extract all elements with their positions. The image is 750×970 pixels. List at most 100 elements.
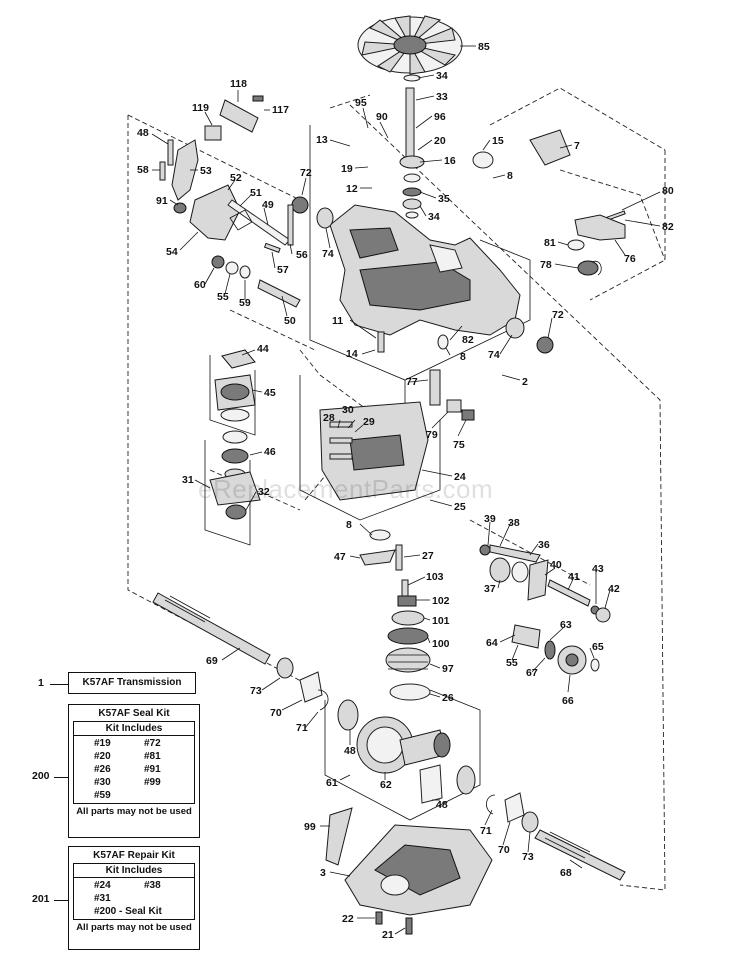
watermark: eReplacementParts.com	[198, 474, 493, 504]
part-label: 15	[492, 135, 504, 147]
fan-part	[357, 15, 463, 75]
kit-item: #38	[144, 880, 161, 891]
part-label: 56	[296, 249, 308, 261]
repair-kit-note: All parts may not be used	[76, 922, 192, 933]
ref-line	[50, 684, 68, 685]
part-label: 70	[270, 707, 282, 719]
part-label: 99	[304, 821, 316, 833]
part-label: 30	[342, 404, 354, 416]
center-section-part	[319, 369, 475, 501]
right-control-parts	[472, 129, 626, 276]
part-label: 73	[522, 851, 534, 863]
part-label: 45	[264, 387, 276, 399]
part-label: 37	[484, 583, 496, 595]
repair-kit-title: K57AF Repair Kit	[93, 850, 175, 861]
part-label: 72	[300, 167, 312, 179]
part-label: 47	[334, 551, 346, 563]
kit-item: #26	[94, 764, 111, 775]
part-label: 42	[608, 583, 620, 595]
control-linkage-parts	[159, 95, 301, 308]
part-label: 103	[426, 571, 444, 583]
part-label: 79	[426, 429, 438, 441]
center-section-parts	[209, 349, 261, 520]
part-label: 66	[562, 695, 574, 707]
part-label: 31	[182, 474, 194, 486]
part-label: 48	[436, 799, 448, 811]
part-label: 85	[478, 41, 490, 53]
part-label: 29	[363, 416, 375, 428]
part-label: 71	[296, 722, 308, 734]
kit-item	[144, 790, 194, 801]
part-label: 76	[624, 253, 636, 265]
part-label: 102	[432, 595, 450, 607]
part-label: 52	[230, 172, 242, 184]
part-label: 91	[156, 195, 168, 207]
part-label: 72	[552, 309, 564, 321]
part-label: 46	[264, 446, 276, 458]
part-label: 54	[166, 246, 178, 258]
part-label: 59	[239, 297, 251, 309]
part-label: 55	[506, 657, 518, 669]
part-label: 38	[508, 517, 520, 529]
kit-item: #24	[94, 880, 111, 891]
part-label: 63	[560, 619, 572, 631]
part-label: 36	[538, 539, 550, 551]
part-label: 14	[346, 348, 358, 360]
part-label: 96	[434, 111, 446, 123]
part-label: 74	[488, 349, 500, 361]
part-label: 28	[323, 412, 335, 424]
repair-kit-includes-title: Kit Includes	[74, 864, 194, 878]
part-label: 43	[592, 563, 604, 575]
part-label: 60	[194, 279, 206, 291]
kit-item: #30	[94, 777, 111, 788]
kit-item: #99	[144, 777, 161, 788]
part-label: 77	[406, 376, 418, 388]
part-label: 51	[250, 187, 262, 199]
part-label: 78	[540, 259, 552, 271]
seal-kit-includes: Kit Includes #19 #72 #20 #81 #26 #91 #30…	[73, 721, 195, 804]
part-label: 25	[454, 501, 466, 513]
part-label: 16	[444, 155, 456, 167]
part-label: 39	[484, 513, 496, 525]
part-label: 69	[206, 655, 218, 667]
repair-kit-box: K57AF Repair Kit Kit Includes #24 #38 #3…	[68, 846, 200, 950]
part-label: 118	[230, 78, 247, 90]
part-label: 82	[462, 334, 474, 346]
leader-lines	[151, 45, 661, 935]
part-label: 3	[320, 867, 326, 879]
input-shaft-stack	[399, 74, 425, 219]
part-label: 65	[592, 641, 604, 653]
part-label: 58	[137, 164, 149, 176]
part-label: 8	[346, 519, 352, 531]
part-label: 13	[316, 134, 328, 146]
part-label: 44	[257, 343, 269, 355]
upper-housing-part	[291, 196, 554, 354]
part-label: 41	[568, 571, 580, 583]
part-label: 62	[380, 779, 392, 791]
part-number-labels: 85 34 33 96 20 16 35 34 15 7 8 95 90 13 …	[137, 41, 674, 941]
kit-item: #31	[94, 893, 111, 904]
part-label: 101	[432, 615, 450, 627]
part-label: 48	[137, 127, 149, 139]
kit-item	[144, 893, 194, 904]
kit-item: #19	[94, 738, 111, 749]
part-label: 27	[422, 550, 434, 562]
part-label: 34	[436, 70, 448, 82]
kit-item: #91	[144, 764, 161, 775]
kit-item: #59	[94, 790, 111, 801]
part-label: 80	[662, 185, 674, 197]
part-label: 11	[332, 315, 343, 327]
part-label: 97	[442, 663, 454, 675]
seal-kit-ref: 200	[32, 770, 50, 782]
part-label: 74	[322, 248, 334, 260]
seal-kit-note: All parts may not be used	[76, 806, 192, 817]
seal-kit-items: #19 #72 #20 #81 #26 #91 #30 #99 #59	[74, 736, 194, 803]
part-label: 71	[480, 825, 492, 837]
part-label: 82	[662, 221, 674, 233]
part-label: 19	[341, 163, 353, 175]
part-label: 32	[258, 486, 270, 498]
part-label: 100	[432, 638, 450, 650]
part-label: 119	[192, 102, 209, 114]
part-label: 24	[454, 471, 466, 483]
